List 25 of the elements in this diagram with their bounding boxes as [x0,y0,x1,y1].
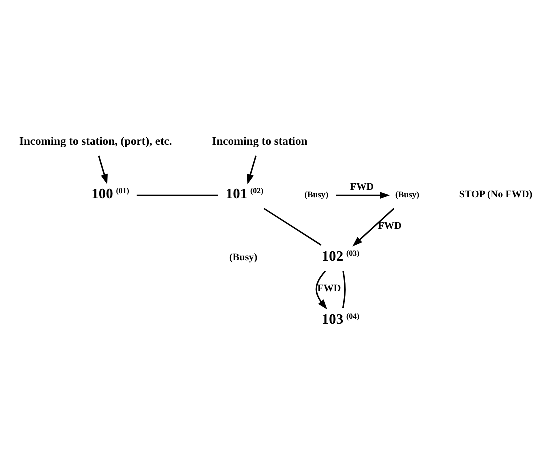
node-text: 102 [322,248,344,265]
arrow [247,155,257,184]
connector [342,270,346,308]
label: (Busy) [230,252,258,263]
node-text: Incoming to station [212,135,308,148]
node-text: 101 [226,186,248,202]
node-text: 100 [92,186,114,202]
label: STOP (No FWD) [459,189,533,200]
connector [264,208,322,246]
arrow [336,192,390,199]
node-text: (Busy) [304,188,329,199]
edge-label: FWD [350,181,374,192]
node-label: (04) [346,311,360,320]
arrow [316,270,328,310]
node-label: (01) [116,186,130,195]
connector [136,194,218,196]
node-label: (02) [250,186,264,195]
arrow [352,208,395,246]
arrow [98,155,108,184]
node-text: (Busy) [396,188,420,199]
edge-label: FWD [378,220,402,232]
edge-label: FWD [318,283,342,294]
node-text: Incoming to station, (port), etc. [20,135,172,148]
node-text: 103 [322,312,344,328]
node-label: (03) [346,248,360,258]
